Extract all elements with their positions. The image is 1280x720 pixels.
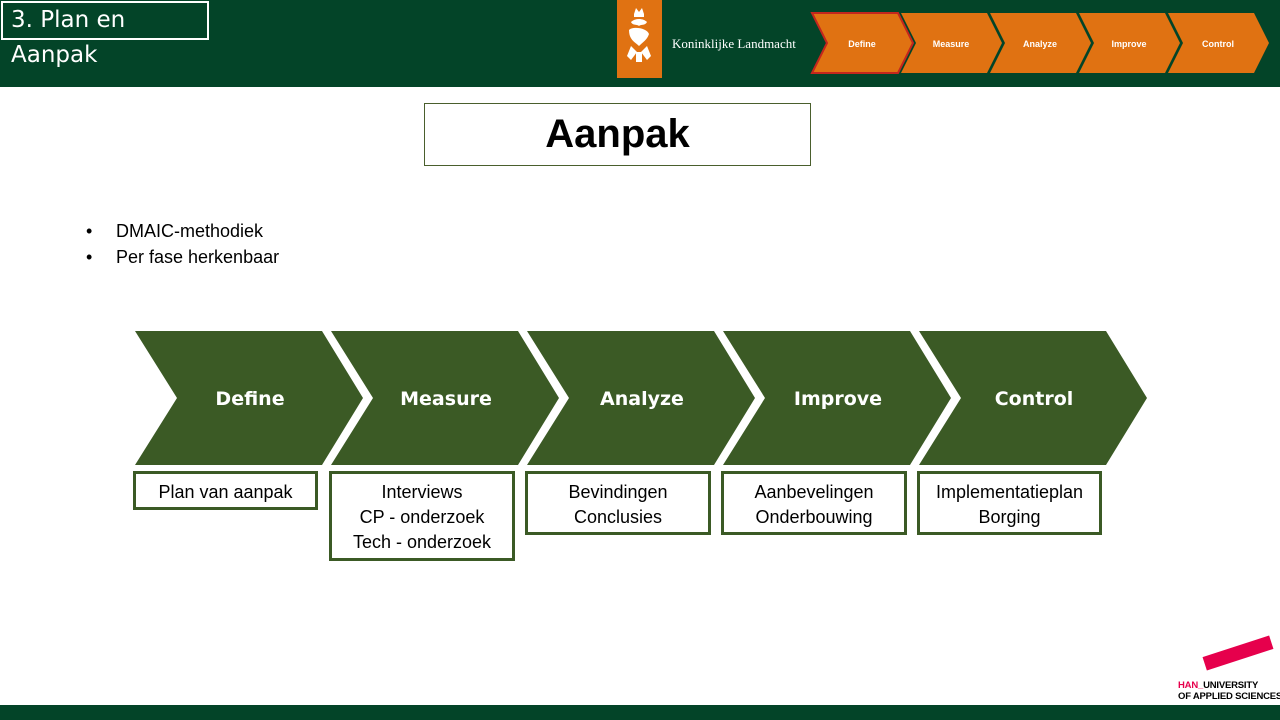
chevron-define: Define (135, 331, 363, 465)
define-detail-box: Plan van aanpak (133, 471, 318, 510)
nav-step-analyze-label: Analyze (1023, 39, 1057, 49)
detail-line: Onderbouwing (755, 507, 873, 527)
chevron-analyze: Analyze (527, 331, 755, 465)
bullet-dot-icon: • (86, 247, 93, 267)
han-university-logo: HAN_UNIVERSITY OF APPLIED SCIENCES (1175, 635, 1280, 706)
footer-bar (0, 705, 1280, 720)
slide-title: Aanpak (424, 103, 811, 166)
bullet-dot-icon: • (86, 221, 93, 241)
detail-line: Conclusies (573, 507, 663, 527)
detail-line: Tech - onderzoek (352, 532, 492, 552)
improve-detail-box: Aanbevelingen Onderbouwing (721, 471, 907, 535)
detail-line: Implementatieplan (935, 482, 1084, 502)
bullet-list: • DMAIC-methodiek • Per fase herkenbaar (86, 219, 279, 271)
nav-step-analyze[interactable]: Analyze (990, 13, 1091, 73)
detail-line: Interviews (381, 482, 463, 502)
nav-step-define-label: Define (848, 39, 876, 49)
chevron-measure-label: Measure (400, 388, 492, 410)
royal-lion-crest-icon (627, 8, 651, 62)
detail-line: CP - onderzoek (359, 507, 485, 527)
han-line2: OF APPLIED SCIENCES (1178, 691, 1280, 702)
chevron-control: Control (919, 331, 1147, 465)
nav-step-improve-label: Improve (1111, 39, 1146, 49)
phase-navigation: Define Measure Analyze Improve Control (810, 12, 1269, 74)
chevron-define-label: Define (215, 388, 284, 410)
han-line1: UNIVERSITY (1203, 680, 1259, 691)
nav-step-control[interactable]: Control (1168, 13, 1269, 73)
han-logo-bar-icon (1202, 635, 1274, 671)
han-prefix: HAN_ (1178, 680, 1204, 691)
detail-line: Aanbevelingen (754, 482, 874, 502)
detail-line: Bevindingen (568, 482, 668, 502)
chevron-measure: Measure (331, 331, 559, 465)
control-detail-box: Implementatieplan Borging (917, 471, 1102, 535)
measure-detail-box: Interviews CP - onderzoek Tech - onderzo… (329, 471, 515, 561)
nav-step-measure-label: Measure (933, 39, 970, 49)
bullet-text: Per fase herkenbaar (116, 247, 280, 267)
organization-name: Koninklijke Landmacht (672, 36, 796, 51)
bullet-item: • DMAIC-methodiek (86, 219, 279, 245)
chevron-improve: Improve (723, 331, 951, 465)
landmacht-logo (617, 0, 662, 78)
nav-step-control-label: Control (1202, 39, 1234, 49)
chevron-analyze-label: Analyze (600, 388, 684, 410)
nav-step-define[interactable]: Define (810, 12, 915, 74)
detail-line: Borging (978, 507, 1041, 527)
chevron-control-label: Control (995, 388, 1074, 410)
analyze-detail-box: Bevindingen Conclusies (525, 471, 711, 535)
bullet-text: DMAIC-methodiek (116, 221, 264, 241)
chevron-improve-label: Improve (794, 388, 882, 410)
han-logo-text: HAN_UNIVERSITY OF APPLIED SCIENCES (1178, 680, 1280, 702)
nav-step-improve[interactable]: Improve (1079, 13, 1180, 73)
detail-line: Plan van aanpak (158, 482, 293, 502)
section-title: 3. Plan en Aanpak (1, 1, 209, 68)
bullet-item: • Per fase herkenbaar (86, 245, 279, 271)
nav-step-measure[interactable]: Measure (901, 13, 1002, 73)
